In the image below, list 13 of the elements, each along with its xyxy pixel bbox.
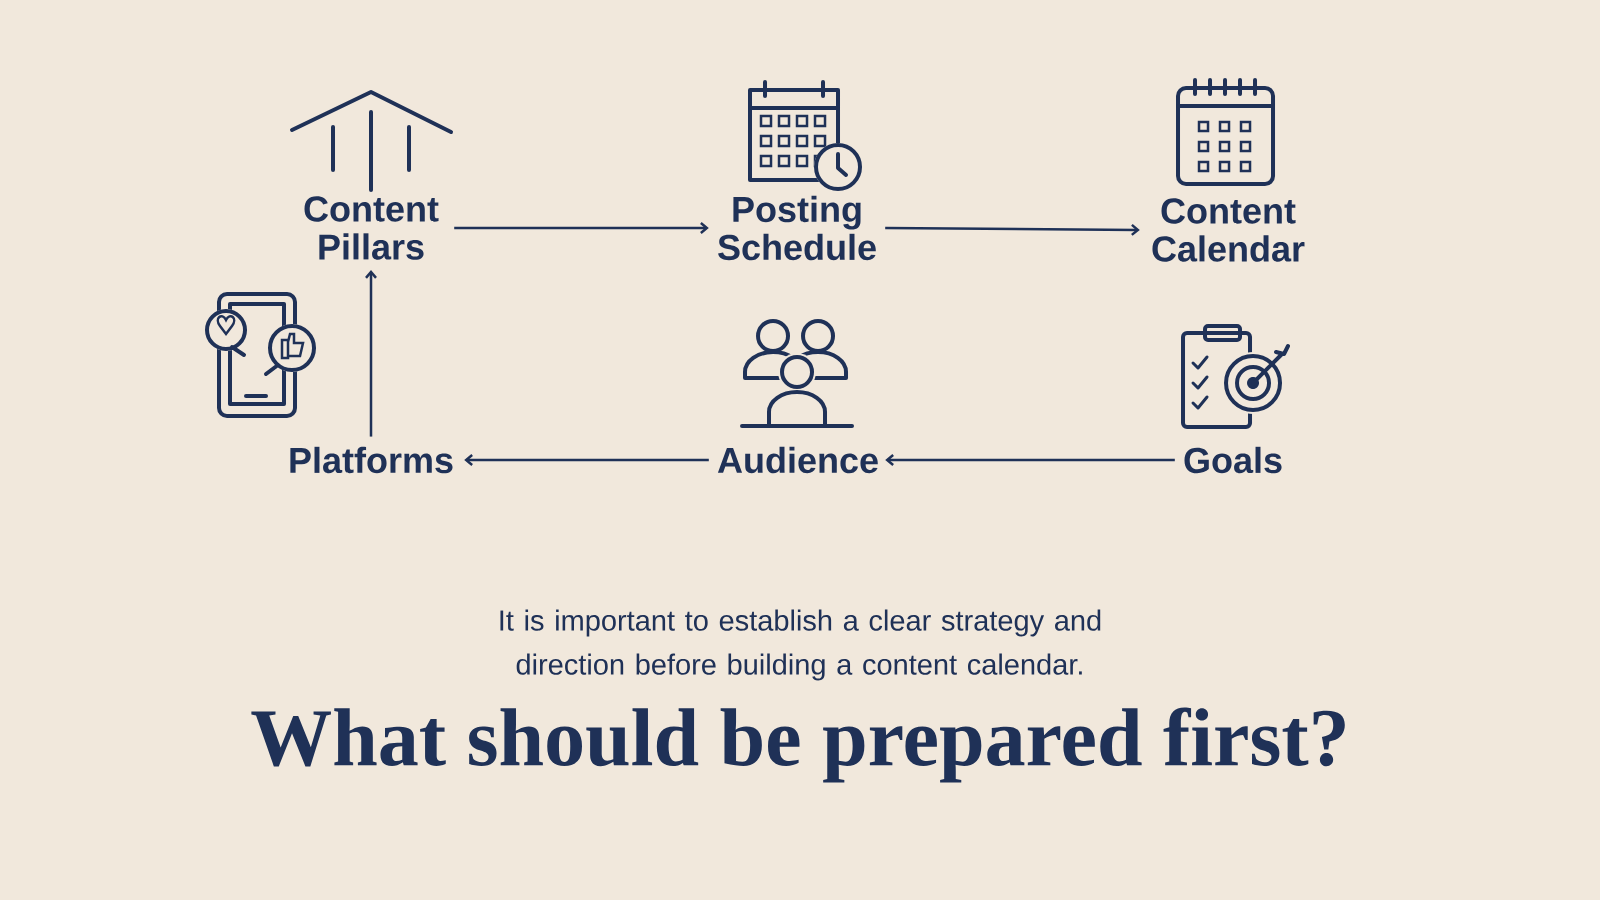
arrow — [365, 269, 377, 437]
caption-text: It is important to establish a clear strategy and direction before building a content calendar. — [500, 609, 1101, 681]
node-label: Platforms — [290, 446, 453, 474]
arrow — [464, 454, 709, 466]
node-label: Posting Schedule — [718, 195, 876, 261]
node-label: Goals — [1184, 446, 1282, 474]
arrow — [454, 222, 709, 234]
arrow — [885, 223, 1140, 236]
title: What should be prepared first? — [251, 707, 1345, 783]
node-label: Content Calendar — [1152, 198, 1305, 262]
node-label: Audience — [717, 446, 878, 474]
node-label: Content Pillars — [304, 196, 439, 260]
arrow — [885, 454, 1175, 466]
